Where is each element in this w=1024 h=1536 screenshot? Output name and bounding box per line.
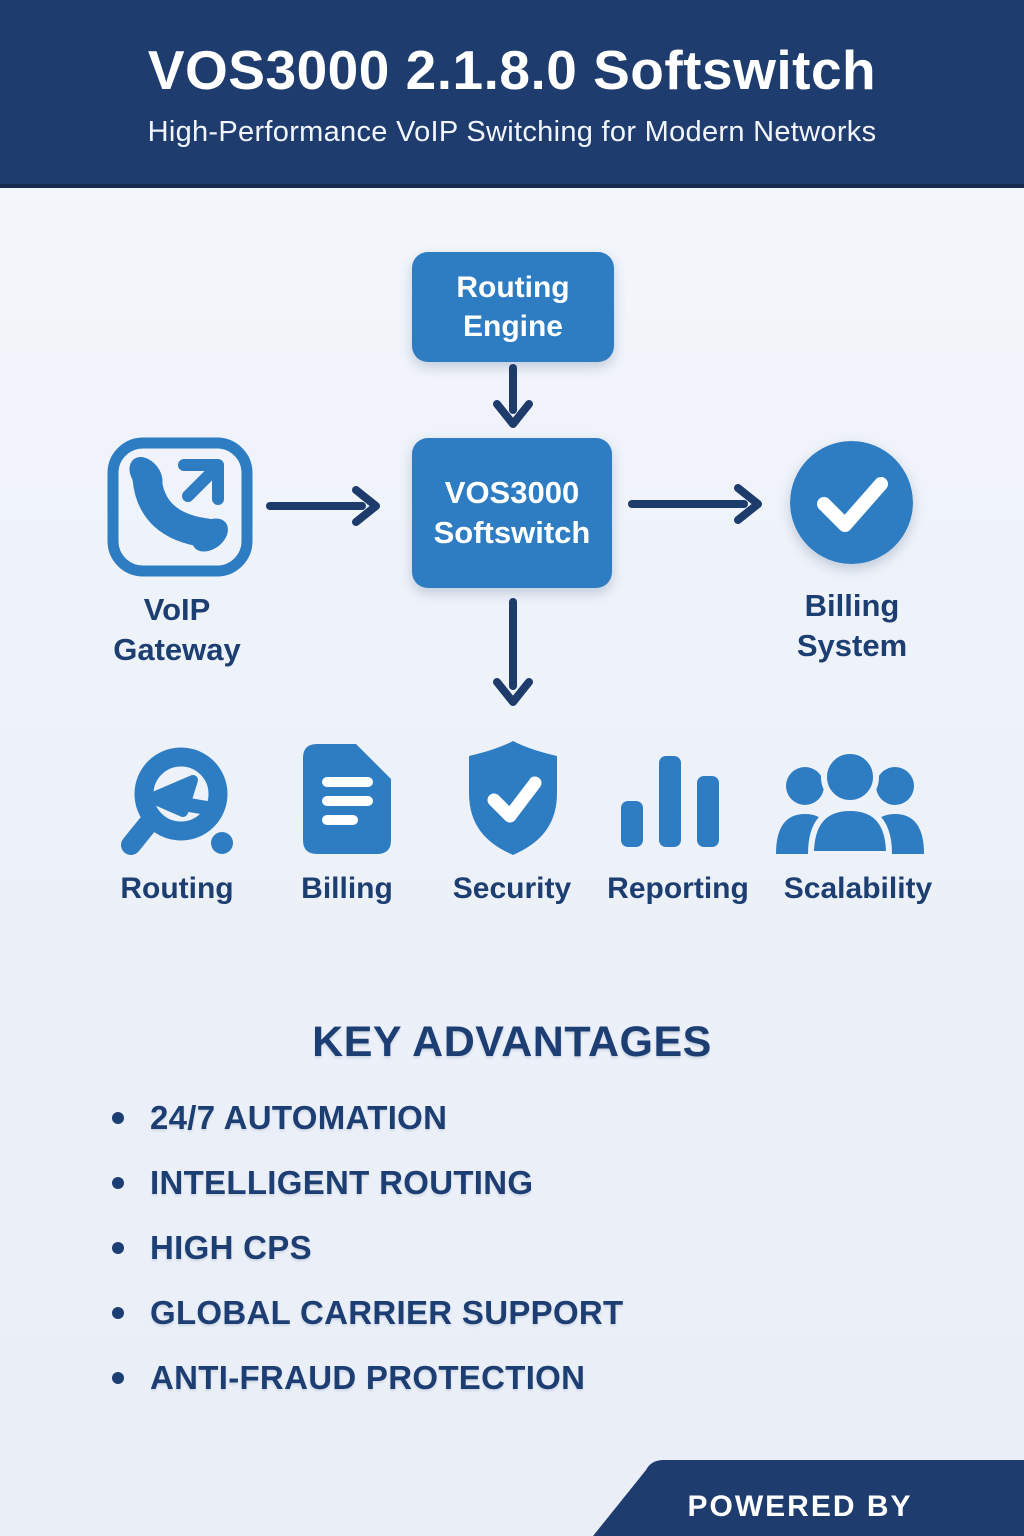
list-item: HIGH CPS [112, 1228, 972, 1268]
footer-ribbon-shape [593, 1460, 1024, 1536]
feature-label-reporting: Reporting [607, 872, 749, 905]
page-title: VOS3000 2.1.8.0 Softswitch [147, 38, 877, 101]
shield-check-icon [469, 741, 557, 855]
list-item: 24/7 AUTOMATION [112, 1098, 972, 1138]
billing-system-check-icon [790, 441, 913, 564]
feature-label-billing: Billing [301, 872, 393, 905]
feature-label-security: Security [452, 872, 572, 905]
arrow-right-icon [266, 486, 380, 526]
advantages-title: KEY ADVANTAGES [312, 1018, 712, 1066]
arrow-down-icon [493, 364, 533, 428]
bullet-icon [112, 1242, 124, 1254]
voip-gateway-icon [107, 437, 253, 577]
feature-label-routing: Routing [120, 872, 234, 905]
list-item: INTELLIGENT ROUTING [112, 1163, 972, 1203]
feature-label-scalability: Scalability [783, 872, 933, 905]
billing-system-label: Billing System [796, 588, 908, 663]
bar-chart-icon [621, 756, 719, 847]
advantage-text: 24/7 AUTOMATION [150, 1099, 448, 1136]
vos3000-core-node: VOS3000 Softswitch [412, 438, 612, 588]
invoice-document-icon [303, 744, 391, 854]
advantages-list: 24/7 AUTOMATION INTELLIGENT ROUTING HIGH… [112, 1098, 972, 1423]
voip-gateway-label: VoIP Gateway [113, 592, 241, 667]
arrow-right-icon [628, 484, 762, 524]
routing-engine-node: Routing Engine [412, 252, 614, 362]
bullet-icon [112, 1177, 124, 1189]
header-banner: VOS3000 2.1.8.0 Softswitch High-Performa… [0, 0, 1024, 188]
users-group-icon [776, 750, 924, 854]
bullet-icon [112, 1307, 124, 1319]
list-item: GLOBAL CARRIER SUPPORT [112, 1293, 972, 1333]
arrow-down-icon [493, 598, 533, 706]
route-search-icon [121, 747, 233, 855]
footer-banner: POWERED BY VPVIWORLDS [580, 1460, 1024, 1536]
advantage-text: HIGH CPS [150, 1229, 312, 1266]
advantage-text: INTELLIGENT ROUTING [150, 1164, 534, 1201]
powered-by-label: POWERED BY [687, 1490, 913, 1523]
brand-name-partial: VPVIWORLDS [630, 1528, 990, 1536]
list-item: ANTI-FRAUD PROTECTION [112, 1358, 972, 1398]
page-subtitle: High-Performance VoIP Switching for Mode… [147, 115, 877, 148]
bullet-icon [112, 1112, 124, 1124]
advantage-text: ANTI-FRAUD PROTECTION [150, 1359, 586, 1396]
advantage-text: GLOBAL CARRIER SUPPORT [150, 1294, 624, 1331]
bullet-icon [112, 1372, 124, 1384]
